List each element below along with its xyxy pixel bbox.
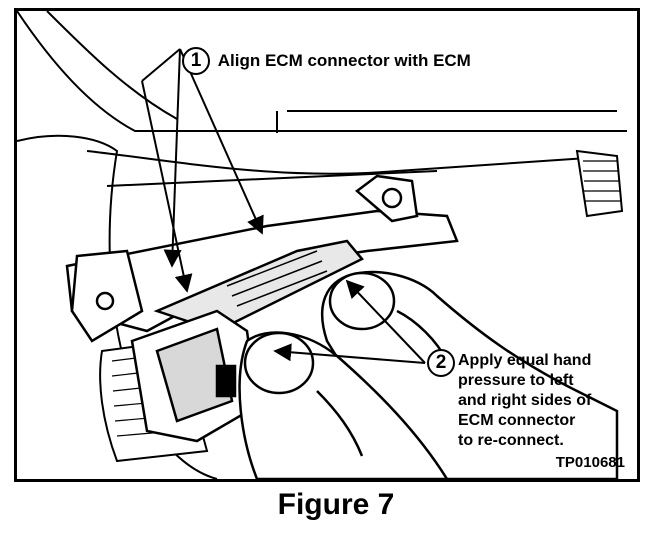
callout-pressure-line: ECM connector (458, 412, 576, 429)
callout-pressure-line: Apply equal hand (458, 352, 592, 369)
callout-pressure-line: to re-connect. (458, 432, 564, 449)
callout-1-arrows (141, 48, 264, 293)
figure-frame: 1 Align ECM connector with ECM 2 Apply e… (14, 8, 640, 482)
callout-pressure-line: pressure to left (458, 372, 574, 389)
ecm-housing (65, 174, 459, 343)
ecm-connector (130, 309, 259, 443)
callout-apply-pressure: 2 Apply equal hand pressure to left and … (427, 349, 592, 451)
callout-2-arrows (273, 279, 426, 364)
callout-align-connector: 1 Align ECM connector with ECM (182, 47, 471, 75)
callout-align-text: Align ECM connector with ECM (217, 51, 471, 70)
figure-reference-code: TP010681 (555, 454, 625, 471)
ecm-connector-illustration (17, 11, 627, 479)
callout-pressure-line: and right sides of (458, 392, 592, 409)
step-number-badge: 2 (427, 349, 455, 377)
hand-left (238, 331, 449, 479)
figure-caption: Figure 7 (277, 488, 395, 521)
step-number-badge: 1 (182, 47, 210, 75)
